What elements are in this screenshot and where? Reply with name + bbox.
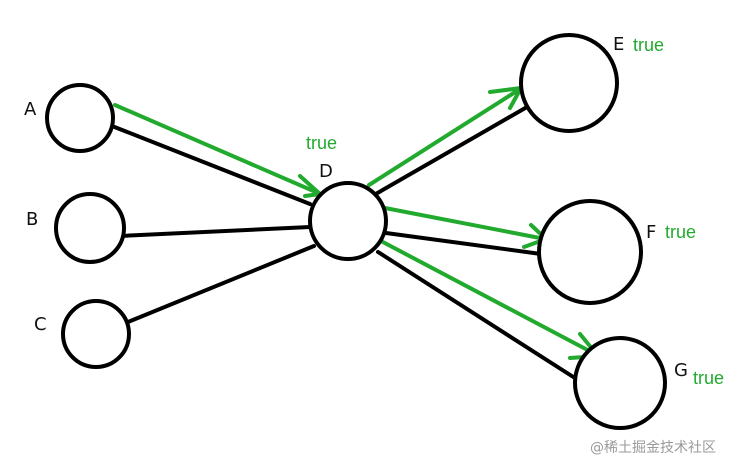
- edge-c-d: [126, 244, 316, 324]
- edge-d-f: [384, 231, 543, 256]
- node-d: [308, 181, 388, 261]
- node-label-a: A: [24, 99, 37, 120]
- node-label-b: B: [26, 209, 38, 230]
- flag-label-e: true: [633, 35, 664, 55]
- node-label-c: C: [34, 314, 47, 335]
- node-label-e: E: [613, 34, 624, 55]
- edge-b-d: [118, 225, 312, 238]
- node-g: [573, 336, 667, 430]
- flow-arrow-a-d: [113, 103, 322, 198]
- flag-label-f: true: [665, 222, 696, 242]
- node-a: [45, 83, 115, 153]
- flag-label-g: true: [693, 368, 724, 388]
- flow-arrow-d-f: [383, 206, 548, 249]
- node-label-g: G: [674, 360, 688, 381]
- node-b: [54, 192, 126, 264]
- edge-a-d: [110, 124, 312, 206]
- node-label-f: F: [646, 222, 656, 243]
- watermark-text: @稀土掘金技术社区: [590, 440, 716, 456]
- edge-d-e: [372, 105, 529, 197]
- flow-arrow-d-e: [367, 86, 523, 187]
- edge-d-g: [376, 250, 580, 382]
- node-c: [61, 299, 131, 369]
- node-f: [537, 199, 643, 305]
- node-label-d: D: [319, 161, 333, 182]
- flag-label-d: true: [306, 133, 337, 153]
- node-e: [519, 33, 619, 133]
